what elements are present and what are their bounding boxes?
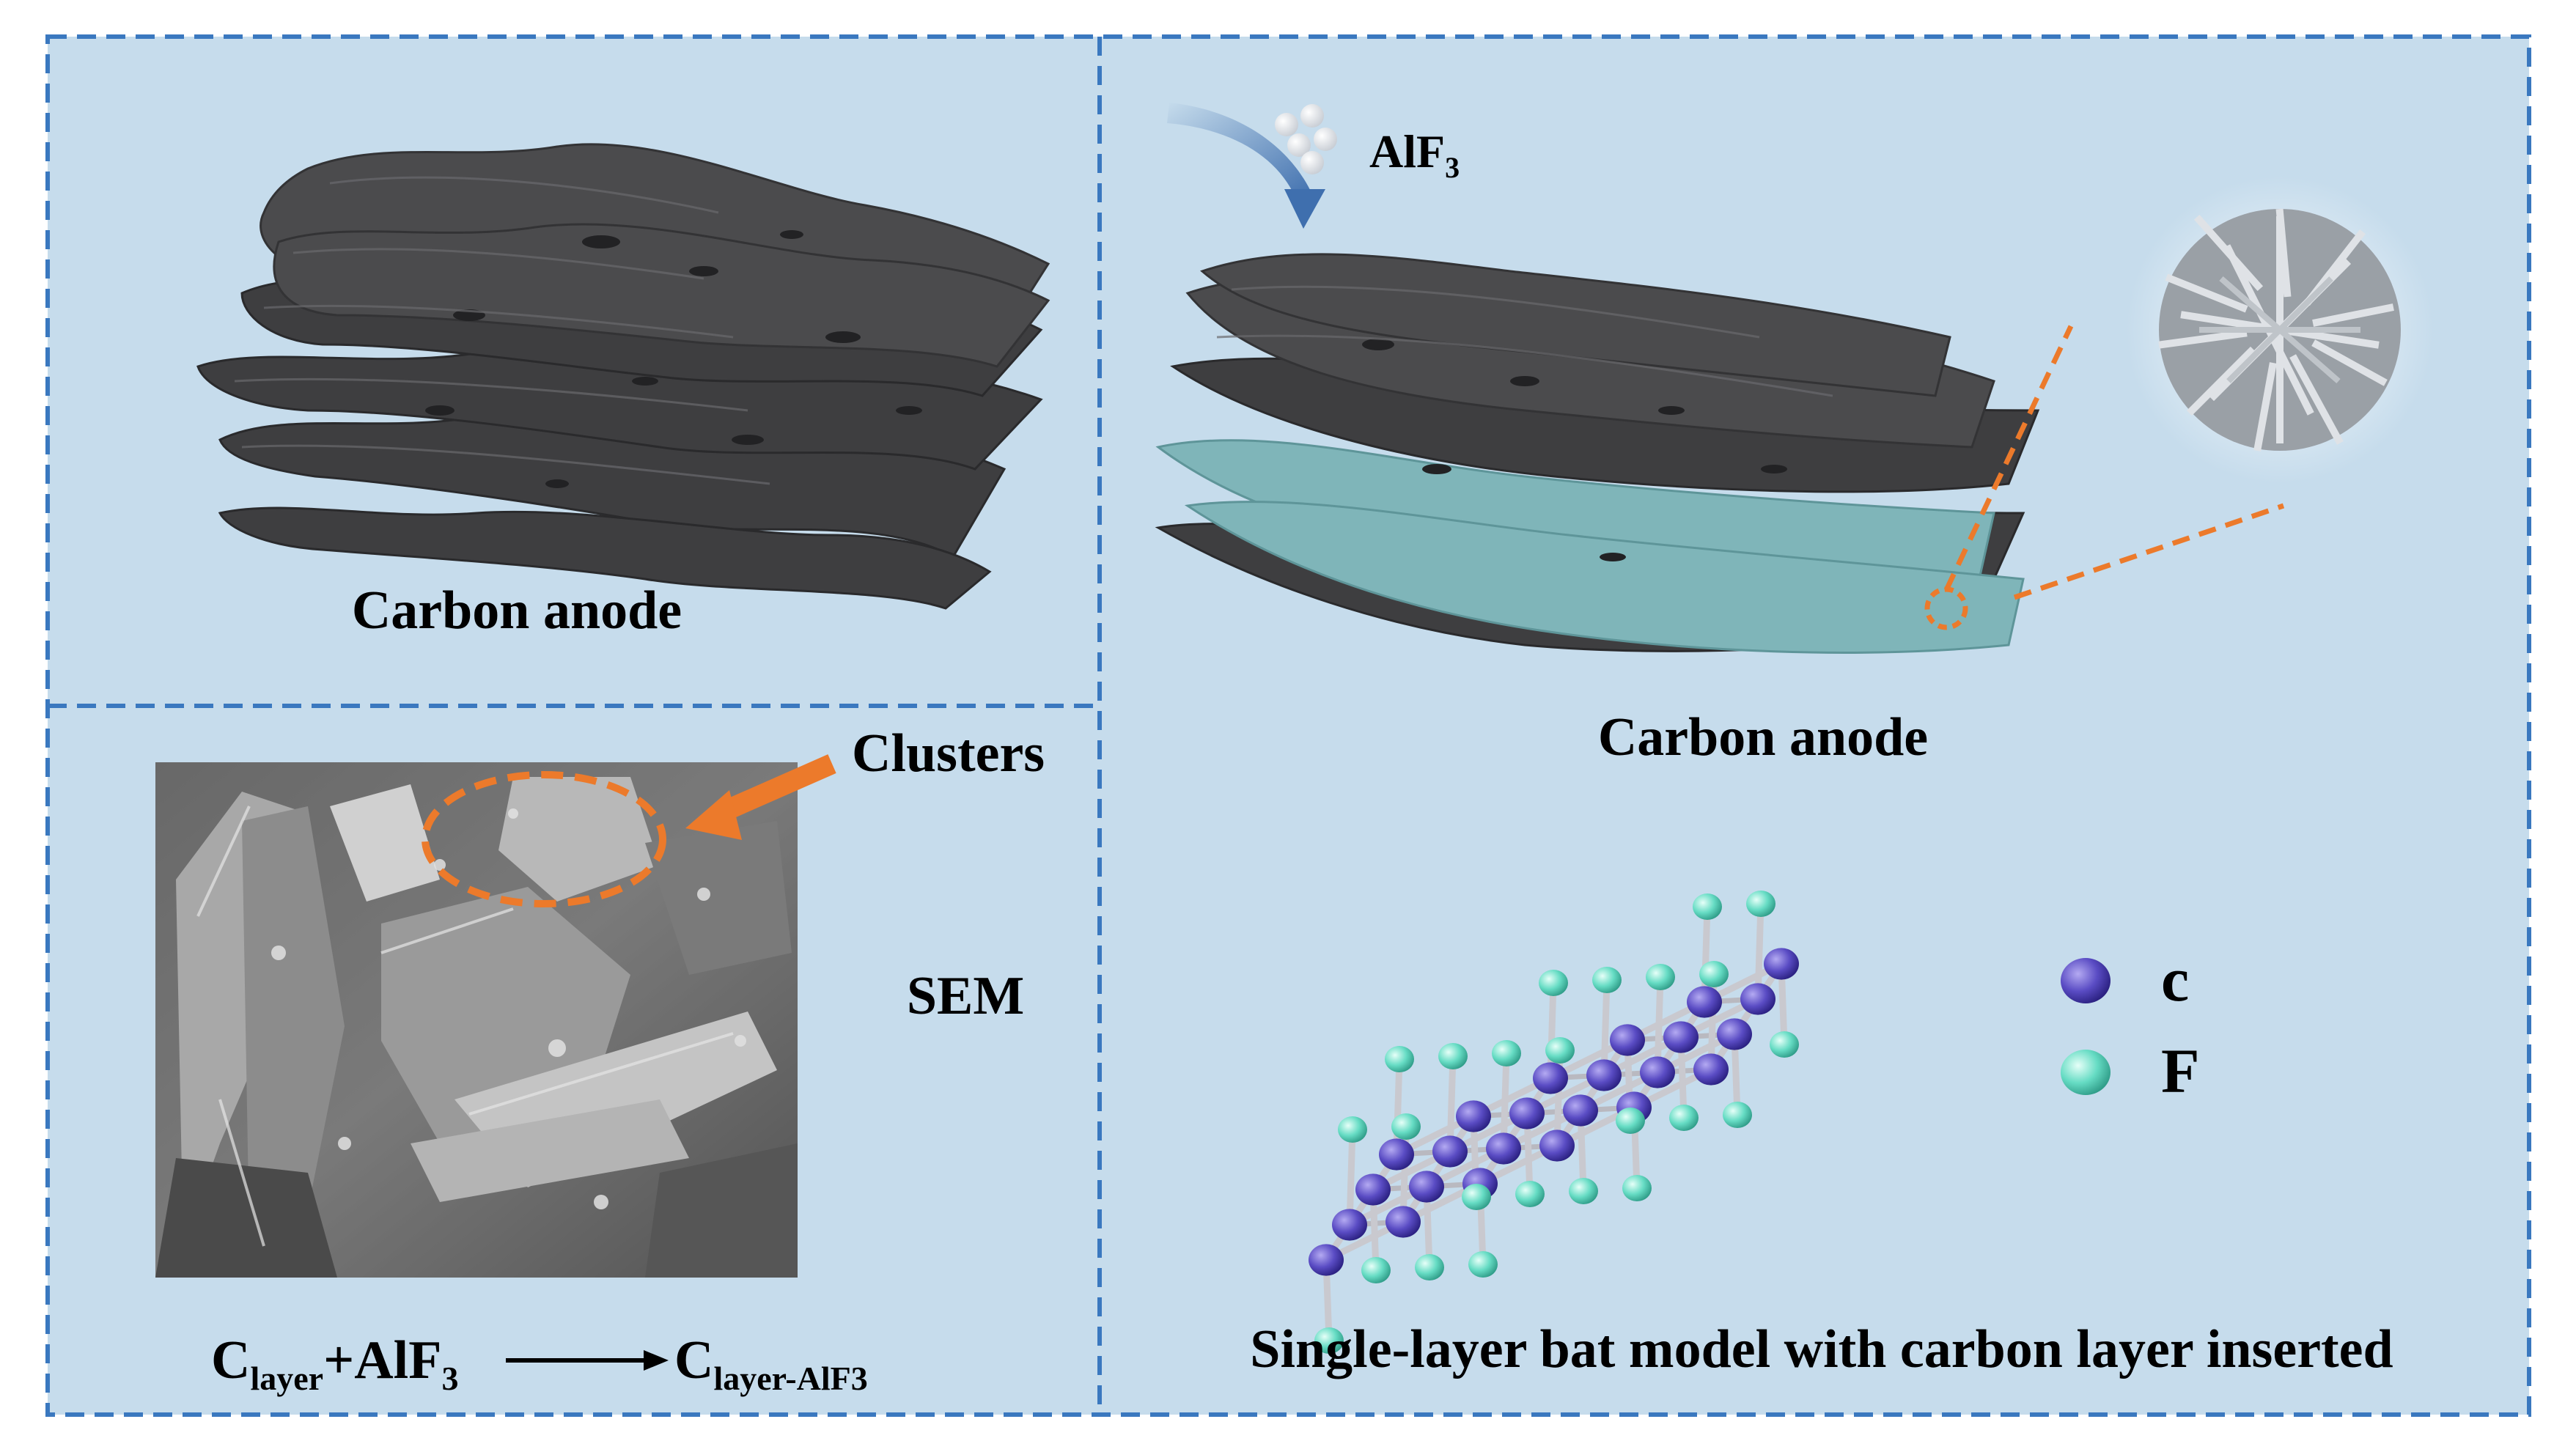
reagent-subscript: 3 bbox=[1445, 151, 1460, 184]
carbon-atom bbox=[1740, 983, 1775, 1015]
bond bbox=[1654, 973, 1664, 1076]
carbon-atom bbox=[1693, 1053, 1729, 1086]
carbon-atom bbox=[1539, 1129, 1575, 1162]
fluorine-atom bbox=[1770, 1031, 1799, 1058]
carbon-atom bbox=[1385, 1206, 1421, 1238]
plus-reagent-subscript: 3 bbox=[441, 1360, 458, 1397]
bond bbox=[1754, 900, 1764, 1003]
reactant-base: C bbox=[211, 1330, 250, 1390]
carbon-atom bbox=[1640, 1056, 1675, 1088]
carbon-atom bbox=[1432, 1135, 1468, 1168]
bond bbox=[1446, 1053, 1457, 1155]
top-left-label: Carbon anode bbox=[352, 581, 682, 641]
carbon-atom bbox=[1687, 986, 1722, 1018]
fluorine-atom-icon bbox=[2061, 1050, 2111, 1095]
fluorine-atom bbox=[1462, 1184, 1491, 1210]
fluorine-atom bbox=[1616, 1108, 1645, 1134]
fluorine-atom bbox=[1391, 1113, 1421, 1140]
fluorine-atom bbox=[1592, 967, 1622, 993]
fluorine-atom bbox=[1699, 961, 1729, 987]
alf3-particles-icon bbox=[1275, 104, 1337, 174]
fluorine-atom bbox=[1723, 1102, 1752, 1128]
legend-label-fluorine: F bbox=[2161, 1036, 2200, 1106]
bond bbox=[1701, 903, 1711, 1006]
fluorine-atom bbox=[1415, 1254, 1444, 1280]
fluorine-atom bbox=[1545, 1037, 1575, 1064]
bond bbox=[1393, 1055, 1403, 1158]
carbon-atom bbox=[1586, 1059, 1622, 1091]
svg-text:Clayer+AlF3: Clayer+AlF3 bbox=[211, 1330, 458, 1397]
carbon-atom bbox=[1533, 1062, 1568, 1094]
clusters-highlight-ellipse bbox=[422, 771, 666, 907]
fluorine-atom bbox=[1438, 1043, 1468, 1069]
carbon-atom bbox=[1379, 1138, 1414, 1171]
bond bbox=[1346, 1126, 1356, 1228]
fluorine-atom bbox=[1361, 1257, 1391, 1283]
fluorine-atom bbox=[1539, 970, 1568, 996]
carbon-atom bbox=[1717, 1018, 1752, 1050]
carbon-atom bbox=[1409, 1171, 1444, 1203]
legend-label-carbon: c bbox=[2161, 944, 2189, 1014]
carbon-atom bbox=[1663, 1021, 1699, 1053]
fluorine-atom bbox=[1569, 1178, 1598, 1204]
carbon-atom bbox=[1486, 1132, 1521, 1165]
zoom-callout bbox=[1924, 325, 2285, 630]
carbon-atom bbox=[1456, 1100, 1491, 1132]
carbon-anode-sheets-top-left bbox=[196, 143, 1050, 610]
molecular-model bbox=[1309, 891, 1799, 1354]
carbon-atom bbox=[1332, 1209, 1367, 1241]
fluorine-atom bbox=[1746, 891, 1775, 917]
technique-label: SEM bbox=[907, 966, 1024, 1026]
reaction-equation: Clayer+AlF3 Clayer-AlF3 bbox=[211, 1330, 868, 1397]
fluorine-atom bbox=[1646, 964, 1675, 990]
reagent-base: AlF bbox=[1369, 125, 1445, 177]
carbon-atom bbox=[1764, 948, 1799, 980]
carbon-atom bbox=[1563, 1094, 1598, 1127]
dashed-borders bbox=[45, 34, 2531, 1417]
reagent-label: AlF3 bbox=[1369, 125, 1460, 184]
fluorine-atom bbox=[1314, 1327, 1344, 1354]
fluorine-atom bbox=[1338, 1116, 1367, 1143]
atom-legend: c F bbox=[2061, 944, 2200, 1106]
carbon-atom bbox=[1355, 1173, 1391, 1206]
carbon-atom bbox=[1610, 1024, 1645, 1056]
fluorine-atom bbox=[1492, 1040, 1521, 1066]
carbon-atom bbox=[1309, 1244, 1344, 1276]
plus-reagent: +AlF bbox=[323, 1330, 441, 1390]
bond bbox=[1500, 1050, 1510, 1152]
clusters-label: Clusters bbox=[852, 723, 1045, 784]
fluorine-atom bbox=[1515, 1181, 1545, 1207]
fluorine-atom bbox=[1669, 1105, 1699, 1131]
product-base: C bbox=[674, 1330, 713, 1390]
fluorinated-carbon-anode-stack bbox=[1155, 253, 2040, 654]
reactant-subscript: layer bbox=[250, 1360, 323, 1397]
carbon-atom bbox=[1509, 1097, 1545, 1129]
product-subscript: layer-AlF3 bbox=[713, 1360, 867, 1397]
alf3-flow-arrow bbox=[1167, 103, 1325, 229]
carbon-atom-icon bbox=[2061, 958, 2111, 1003]
alf3-cluster-sphere bbox=[2126, 176, 2434, 484]
clusters-arrow bbox=[685, 754, 836, 840]
fluorine-atom bbox=[1468, 1251, 1498, 1278]
right-caption: Single-layer bat model with carbon layer… bbox=[1250, 1319, 2393, 1379]
sem-image bbox=[155, 762, 798, 1278]
bond bbox=[1600, 976, 1611, 1079]
right-label: Carbon anode bbox=[1598, 707, 1928, 767]
fluorine-atom bbox=[1693, 893, 1722, 920]
fluorine-atom bbox=[1385, 1046, 1414, 1072]
reaction-arrow-head bbox=[644, 1350, 669, 1371]
svg-text:Clayer-AlF3: Clayer-AlF3 bbox=[674, 1330, 868, 1397]
bond bbox=[1547, 979, 1557, 1082]
fluorine-atom bbox=[1622, 1175, 1652, 1201]
